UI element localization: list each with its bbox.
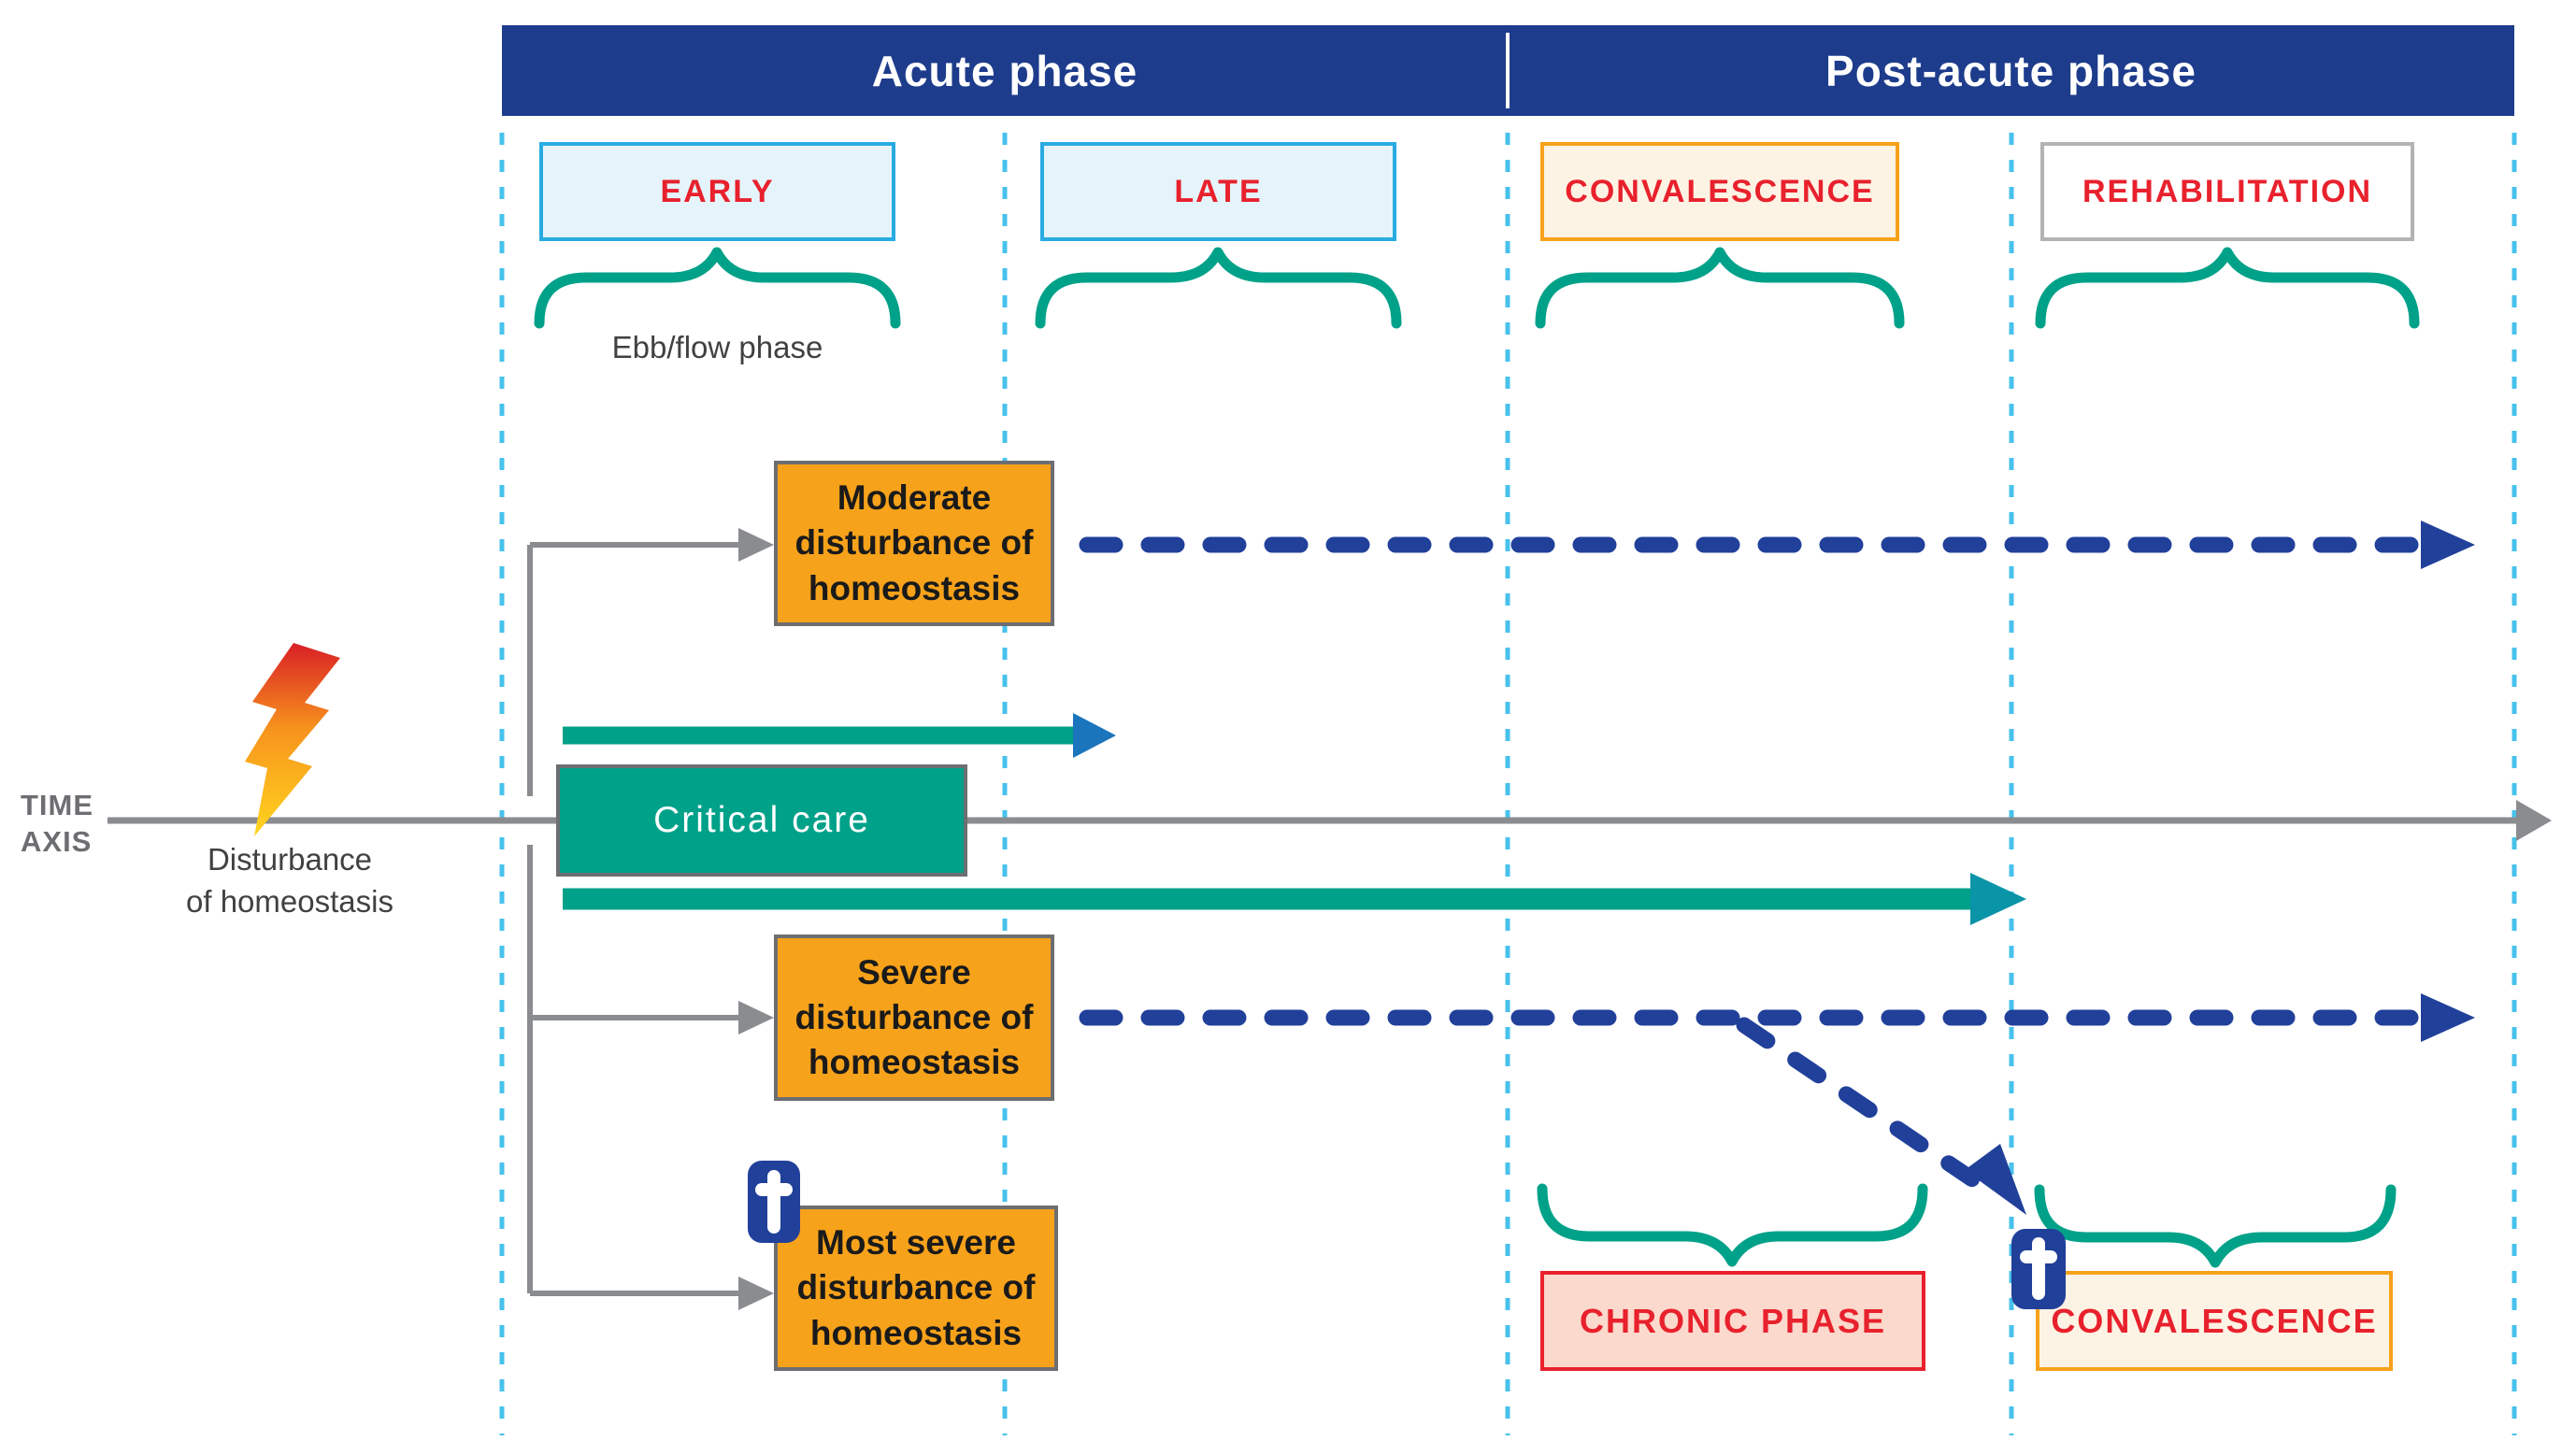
time-axis-label-line1: TIME: [21, 789, 94, 821]
critical-care-short-arrow: [563, 713, 1116, 758]
severity-branch-lines: [527, 542, 740, 1296]
late-convalescence-box: CONVALESCENCE: [2036, 1271, 2393, 1371]
ebb-flow-label: Ebb/flow phase: [611, 330, 823, 364]
severe-disturbance-label: Severe disturbance of homeostasis: [794, 952, 1034, 1082]
post-acute-phase-title: Post-acute phase: [1825, 46, 2197, 95]
post-acute-phase-header: Post-acute phase: [1508, 25, 2514, 116]
medical-cross-icon: [2011, 1229, 2066, 1309]
late-convalescence-label: CONVALESCENCE: [2051, 1301, 2378, 1340]
critical-care-label: Critical care: [653, 800, 870, 840]
dashed-arrowheads: [1965, 521, 2475, 1215]
chronic-phase-label: CHRONIC PHASE: [1579, 1301, 1887, 1340]
critical-care-box: Critical care: [556, 764, 967, 877]
time-axis-line: [107, 800, 2552, 841]
time-axis-arrowhead: [2516, 800, 2552, 841]
critical-care-long-arrow: [563, 873, 2026, 925]
most-severe-disturbance-box: Most severe disturbance of homeostasis: [774, 1206, 1058, 1371]
phase-box-rehabilitation: REHABILITATION: [2040, 142, 2414, 241]
acute-phase-title: Acute phase: [871, 46, 1138, 95]
phase-box-late: LATE: [1040, 142, 1396, 241]
severe-disturbance-box: Severe disturbance of homeostasis: [774, 935, 1054, 1101]
phase-label-late: LATE: [1174, 173, 1263, 209]
time-axis-label: TIME AXIS: [21, 788, 151, 861]
phase-braces-top: [534, 247, 2420, 329]
time-axis-label-line2: AXIS: [21, 824, 93, 858]
header-divider: [1506, 33, 1510, 108]
moderate-disturbance-label: Moderate disturbance of homeostasis: [794, 478, 1034, 607]
lightning-icon: [245, 643, 340, 836]
phase-box-convalescence: CONVALESCENCE: [1540, 142, 1899, 241]
phase-label-rehabilitation: REHABILITATION: [2082, 173, 2373, 209]
most-severe-disturbance-label: Most severe disturbance of homeostasis: [796, 1223, 1036, 1352]
phase-braces-bottom: [1537, 1183, 2397, 1268]
severity-branch-arrowheads: [738, 528, 774, 1310]
acute-phase-header: Acute phase: [502, 25, 1508, 116]
phase-box-early: EARLY: [539, 142, 895, 241]
disturbance-label-line2: of homeostasis: [186, 883, 394, 919]
disturbance-label-line1: Disturbance: [207, 842, 373, 877]
chronic-phase-box: CHRONIC PHASE: [1540, 1271, 1925, 1371]
phase-label-early: EARLY: [660, 173, 775, 209]
phase-label-convalescence: CONVALESCENCE: [1565, 173, 1875, 209]
disturbance-label: Disturbance of homeostasis: [122, 839, 458, 922]
medical-cross-icon: [748, 1161, 800, 1243]
moderate-disturbance-box: Moderate disturbance of homeostasis: [774, 461, 1054, 626]
severe-to-convalescence-dashed-arrow: [1736, 1017, 1995, 1197]
